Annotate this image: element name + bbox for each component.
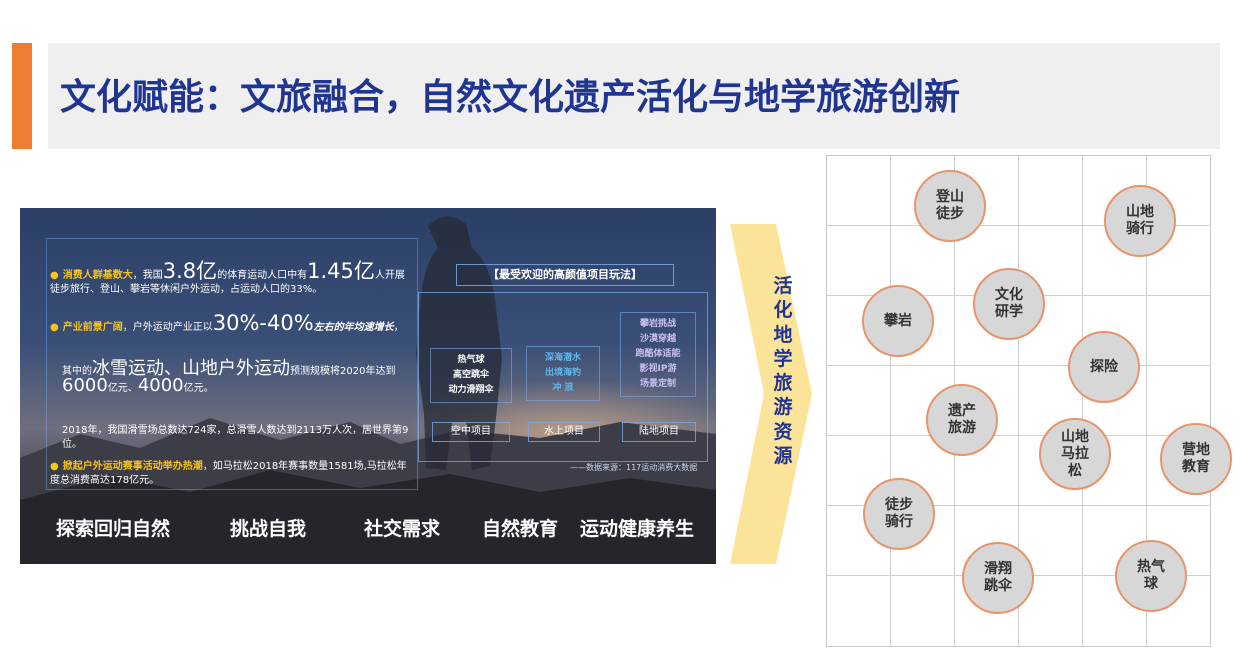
stat-text: ，: [393, 322, 404, 333]
land-projects-list: 攀岩挑战 沙漠穿越 跑酷体适能 影视IP游 场景定制: [620, 312, 696, 397]
land-projects-box: 攀岩挑战 沙漠穿越 跑酷体适能 影视IP游 场景定制: [620, 312, 696, 397]
stat-number: 6000: [62, 375, 108, 396]
stat-highlight: 冰雪运动、山地户外运动: [92, 358, 290, 379]
title-band: [48, 43, 1220, 149]
resource-circle-hike-ride: 徒步 骑行: [863, 478, 935, 550]
grid-line: [890, 155, 891, 647]
motivation-word: 自然教育: [482, 518, 559, 540]
stat-bullet-industry: ●产业前景广阔，户外运动产业正以30%-40%左右的年均速增长，: [50, 313, 414, 335]
stat-number: 1.45亿: [307, 259, 375, 283]
resource-circle-heritage-tourism: 遗产 旅游: [926, 384, 998, 456]
resource-circle-camp-education: 营地 教育: [1160, 423, 1232, 495]
grid-line: [1018, 155, 1019, 647]
motivation-word: 运动健康养生: [580, 518, 695, 540]
stat-text: ，户外运动产业正以: [122, 322, 213, 333]
stat-text: 亿元。: [183, 383, 214, 394]
stat-text: ，如马拉松2018年赛事数量1581场,马拉松年度总消费高达178亿元。: [50, 461, 407, 486]
mountain-silhouette: [20, 418, 716, 564]
water-projects-box: 深海潜水 出境海钓 冲 浪: [526, 346, 600, 401]
category-air: 空中项目: [432, 422, 510, 442]
stat-bullet-segments: 其中的冰雪运动、山地户外运动预测规模将2020年达到 6000亿元、4000亿元。: [50, 360, 414, 396]
resource-circle-gliding-parachute: 滑翔 跳伞: [962, 542, 1034, 614]
chevron-arrow-icon: [730, 224, 812, 564]
resource-circle-mountain-biking: 山地 骑行: [1104, 185, 1176, 257]
project-item: 深海潜水: [544, 353, 581, 363]
projects-frame: [418, 292, 708, 462]
grid-line: [826, 365, 1211, 366]
bullet-dot-icon: ●: [50, 322, 59, 333]
stat-number: 3.8亿: [162, 259, 218, 283]
water-projects-list: 深海潜水 出境海钓 冲 浪: [526, 346, 600, 401]
resource-circle-rock-climbing: 攀岩: [862, 285, 934, 357]
project-item: 跑酷体适能: [635, 349, 681, 359]
stat-text: 的体育运动人口中有: [217, 270, 308, 281]
resource-circle-mountain-hiking: 登山 徒步: [914, 170, 986, 242]
project-item: 高空跳伞: [452, 370, 489, 380]
stat-text: 预测规模将2020年达到: [290, 366, 396, 377]
project-item: 场景定制: [639, 379, 676, 389]
grid-line: [826, 435, 1211, 436]
stat-label: 产业前景广阔: [62, 322, 123, 333]
stat-text: 其中的: [62, 366, 92, 377]
category-water: 水上项目: [528, 422, 600, 442]
stat-number: 4000: [137, 375, 184, 396]
outdoor-sports-photo-panel: ●消费人群基数大，我国3.8亿的体育运动人口中有1.45亿人开展徒步旅行、登山、…: [20, 208, 716, 564]
project-item: 热气球: [457, 355, 485, 365]
project-item: 动力滑翔伞: [448, 385, 494, 395]
stat-label: 消费人群基数大: [62, 270, 133, 281]
hiker-silhouette: [416, 216, 502, 470]
page-title: 文化赋能：文旅融合，自然文化遗产活化与地学旅游创新: [60, 76, 961, 118]
resource-circle-adventure: 探险: [1068, 331, 1140, 403]
stat-bullet-ski: 2018年，我国滑雪场总数达724家，总滑雪人数达到2113万人次，居世界第9位…: [62, 425, 409, 450]
resource-circle-culture-study: 文化 研学: [973, 268, 1045, 340]
stat-text: ，我国: [132, 270, 163, 281]
arrow-caption: 活化地学旅游资源: [773, 275, 793, 468]
stat-text: 人开展徒步旅行、登山、攀岩等休闲户外运动，占运动人口的33%。: [50, 270, 405, 295]
project-item: 攀岩挑战: [639, 319, 676, 329]
stat-text: 亿元、: [107, 383, 138, 394]
stat-label: 掀起户外运动赛事活动举办热潮: [62, 461, 203, 472]
bullet-dot-icon: ●: [50, 270, 59, 281]
stat-number: 30%-40%: [212, 311, 314, 335]
project-item: 冲 浪: [552, 383, 574, 393]
air-projects-list: 热气球 高空跳伞 动力滑翔伞: [430, 348, 512, 403]
stat-bullet-events: ●掀起户外运动赛事活动举办热潮，如马拉松2018年赛事数量1581场,马拉松年度…: [50, 460, 414, 488]
stat-text: 左右的年均速增长: [313, 322, 394, 333]
grid-line: [1082, 155, 1083, 647]
stats-frame: [46, 238, 418, 490]
motivation-word: 探索回归自然: [56, 518, 171, 540]
title-accent-bar: [12, 43, 32, 149]
bullet-dot-icon: ●: [50, 461, 59, 472]
category-land: 陆地项目: [622, 422, 696, 442]
stat-bullet-consumers: ●消费人群基数大，我国3.8亿的体育运动人口中有1.45亿人开展徒步旅行、登山、…: [50, 261, 414, 297]
grid-line: [826, 505, 1211, 506]
project-item: 沙漠穿越: [639, 334, 676, 344]
motivation-word: 社交需求: [364, 518, 441, 540]
project-item: 影视IP游: [639, 364, 677, 374]
grid-line: [1146, 155, 1147, 647]
projects-title: 【最受欢迎的高颜值项目玩法】: [456, 264, 674, 286]
project-item: 出境海钓: [544, 368, 581, 378]
data-source-note: ——数据来源：117运动消费大数据: [570, 463, 698, 472]
air-projects-box: 热气球 高空跳伞 动力滑翔伞: [430, 348, 512, 403]
grid-line: [826, 225, 1211, 226]
resource-circle-mountain-marathon: 山地 马拉 松: [1039, 418, 1111, 490]
resource-circle-hot-air-balloon: 热气 球: [1115, 540, 1187, 612]
motivation-word: 挑战自我: [230, 518, 307, 540]
